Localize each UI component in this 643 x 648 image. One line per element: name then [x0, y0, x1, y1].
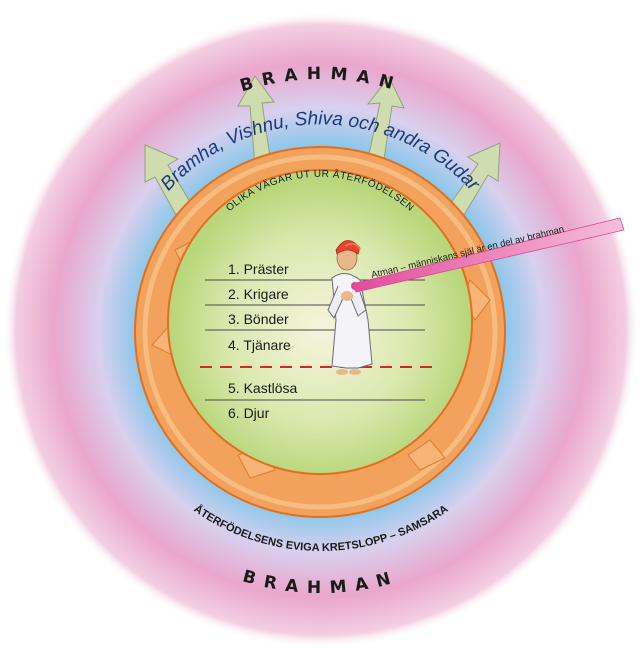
- center-disc: [167, 169, 473, 475]
- person-figure-icon: [327, 240, 373, 375]
- outcaste-label-6: 6. Djur: [228, 405, 270, 421]
- caste-label-3: 3. Bönder: [228, 311, 289, 327]
- caste-label-1: 1. Präster: [228, 261, 289, 277]
- caste-label-4: 4. Tjänare: [228, 337, 291, 353]
- atman-beam: [351, 217, 625, 293]
- outcaste-label-5: 5. Kastlösa: [228, 380, 297, 396]
- caste-label-2: 2. Krigare: [228, 286, 289, 302]
